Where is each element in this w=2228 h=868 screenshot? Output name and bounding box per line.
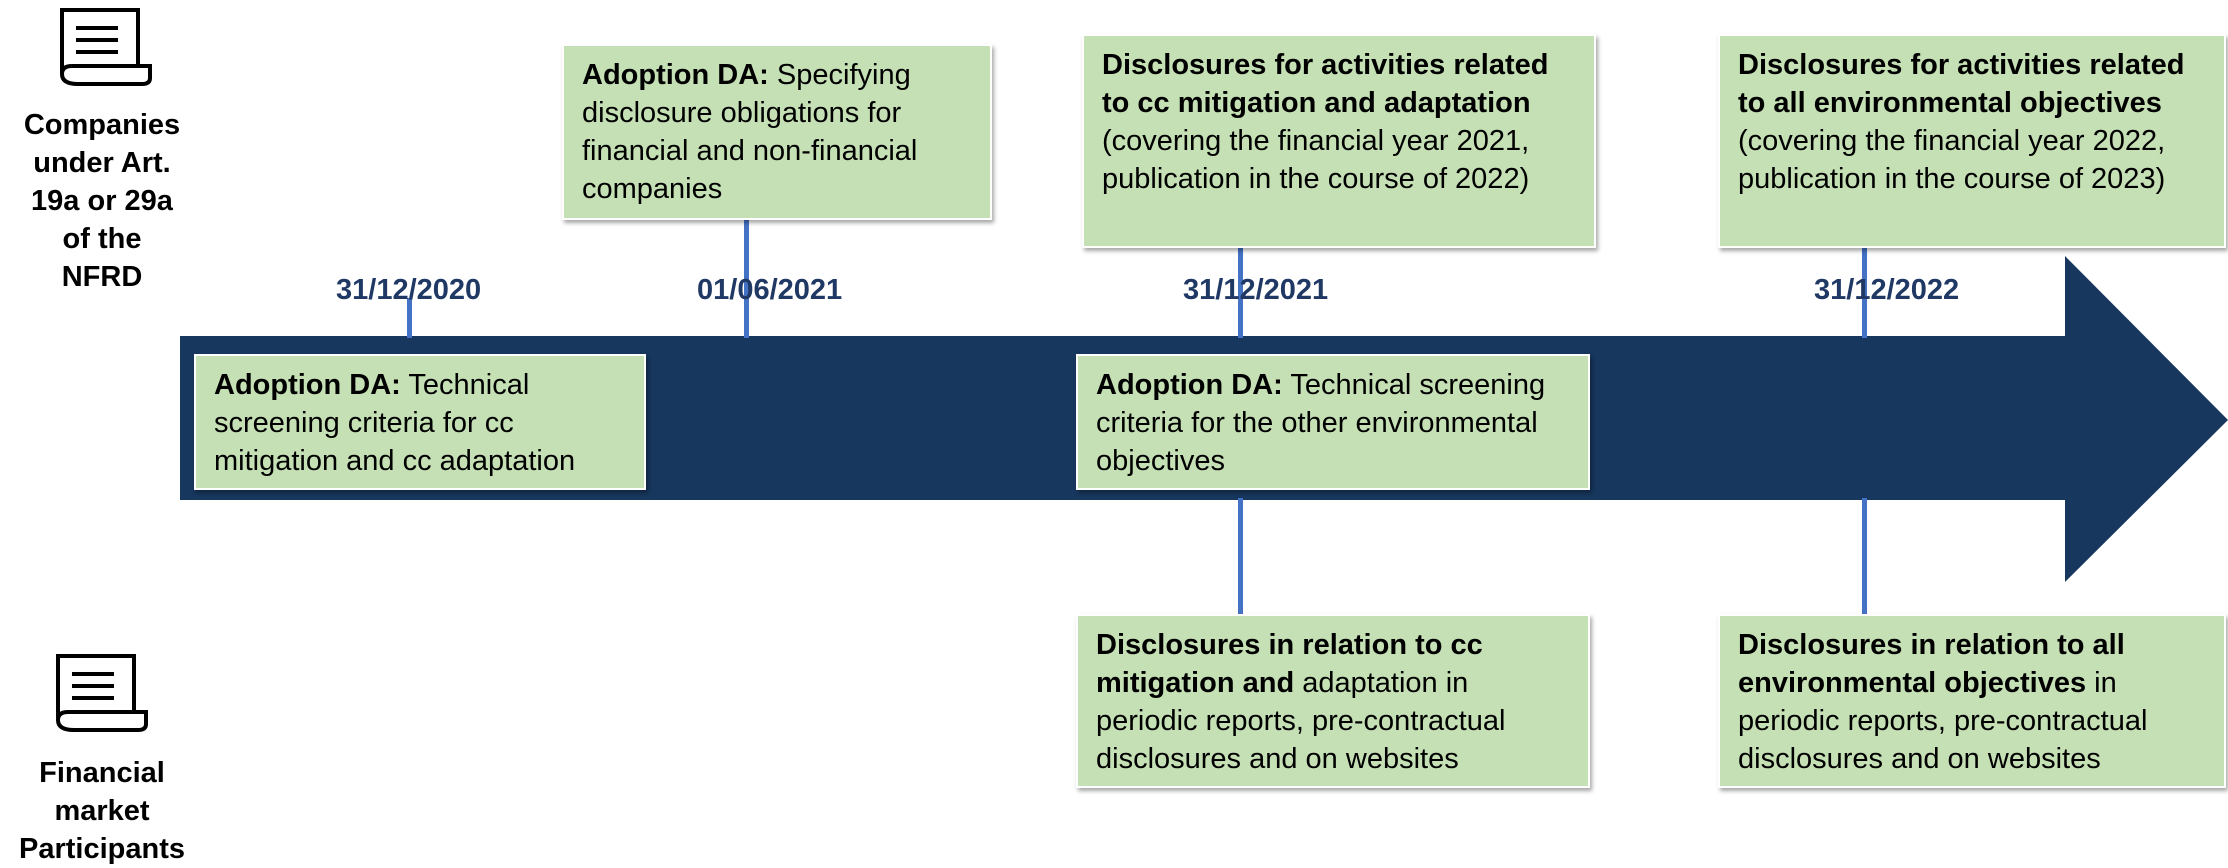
box-bold-text: Adoption DA:: [1096, 369, 1283, 401]
document-scroll-icon: [60, 8, 152, 86]
box-text: Specifying disclosure obligations for fi…: [582, 59, 918, 205]
connector-line: [1862, 248, 1867, 338]
box-bold-text: Disclosures in relation to cc mitigation…: [1096, 629, 1483, 699]
companies-label-line: under Art.: [33, 147, 171, 179]
companies-label-line: Companies: [23, 109, 181, 141]
date-label: 31/12/2020: [336, 274, 482, 306]
adoption-specifying-box: Adoption DA: Specifying disclosure oblig…: [562, 44, 992, 220]
box-text: adaptation in periodic reports, pre-cont…: [1096, 667, 1506, 775]
date-label: 01/06/2021: [697, 274, 843, 306]
companies-label-line: NFRD: [61, 261, 143, 293]
box-bold-text: Adoption DA:: [214, 369, 401, 401]
box-bold-text: Disclosures in relation to all environme…: [1738, 629, 2125, 699]
date-label: 31/12/2022: [1814, 274, 1960, 306]
fmp-all-box: Disclosures in relation to all environme…: [1718, 614, 2226, 788]
fmp-label: Financial market Participants: [0, 754, 204, 868]
disclosures-cc-box: Disclosures for activities related to cc…: [1082, 34, 1596, 248]
connector-line: [1238, 498, 1243, 616]
date-label: 31/12/2021: [1183, 274, 1329, 306]
fmp-label-line: market: [54, 795, 150, 827]
connector-line: [1238, 248, 1243, 338]
adoption-cc-box: Adoption DA: Technical screening criteri…: [194, 354, 646, 490]
box-text: Technical screening criteria for the oth…: [1096, 369, 1546, 477]
box-text: in periodic reports, pre-contractual dis…: [1738, 667, 2148, 775]
companies-label: Companies under Art. 19a or 29a of the N…: [0, 106, 204, 296]
connector-line: [407, 298, 412, 338]
connector-line: [744, 218, 749, 338]
fmp-label-line: Participants: [19, 833, 185, 865]
box-text: (covering the financial year 2022, publi…: [1738, 125, 2166, 195]
box-text: (covering the financial year 2021, publi…: [1102, 125, 1530, 195]
box-text: Technical screening criteria for cc miti…: [214, 369, 576, 477]
fmp-cc-box: Disclosures in relation to cc mitigation…: [1076, 614, 1590, 788]
box-bold-text: Disclosures for activities related to cc…: [1102, 49, 1549, 119]
companies-label-line: 19a or 29a: [31, 185, 173, 217]
fmp-label-line: Financial: [39, 757, 165, 789]
document-scroll-icon: [56, 654, 148, 732]
disclosures-all-box: Disclosures for activities related to al…: [1718, 34, 2226, 248]
box-bold-text: Disclosures for activities related to al…: [1738, 49, 2185, 119]
adoption-other-box: Adoption DA: Technical screening criteri…: [1076, 354, 1590, 490]
connector-line: [1862, 498, 1867, 616]
box-bold-text: Adoption DA:: [582, 59, 769, 91]
companies-label-line: of the: [62, 223, 142, 255]
